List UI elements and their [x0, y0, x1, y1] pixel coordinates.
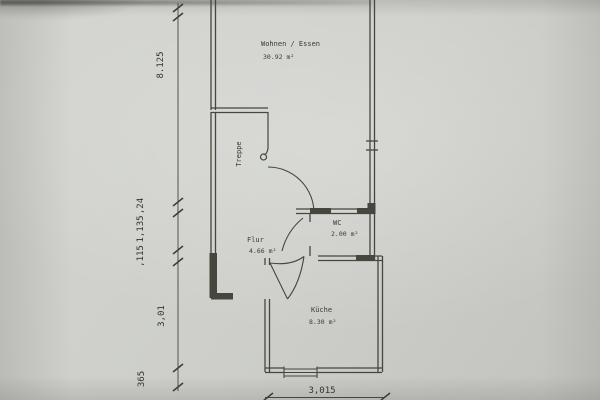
dimension-lines — [177, 3, 385, 398]
dim-label-115: ,115 — [136, 245, 146, 267]
room-name-wohnen: Wohnen / Essen — [261, 40, 321, 48]
room-name-kueche: Küche — [311, 306, 333, 314]
room-area-flur: 4.66 m² — [249, 247, 277, 255]
room-name-treppe: Treppe — [235, 141, 243, 167]
dimension-tick-marks — [172, 3, 391, 400]
door-swing-arcs — [267, 166, 315, 300]
dim-label-365: 365 — [137, 370, 147, 388]
stair-symbol — [259, 112, 269, 161]
paper-corner-shade — [0, 0, 220, 40]
walls — [210, 0, 384, 374]
dim-label-1135: 1,135 — [136, 215, 146, 243]
window-symbol — [283, 366, 318, 378]
dim-label-24: ,24 — [136, 197, 146, 215]
paper-edge-shadow — [0, 0, 372, 5]
room-area-kueche: 8.30 m² — [309, 318, 337, 326]
solid-wall-fills — [209, 203, 376, 300]
dim-label-3015: 3,015 — [308, 386, 336, 396]
room-area-wc: 2.00 m² — [331, 230, 359, 238]
room-name-flur: Flur — [247, 236, 264, 244]
room-name-wc: WC — [333, 219, 342, 227]
dim-label-8125: 8.125 — [156, 51, 166, 79]
dim-label-301: 3,01 — [157, 305, 167, 327]
room-area-wohnen: 30.92 m² — [263, 53, 295, 61]
